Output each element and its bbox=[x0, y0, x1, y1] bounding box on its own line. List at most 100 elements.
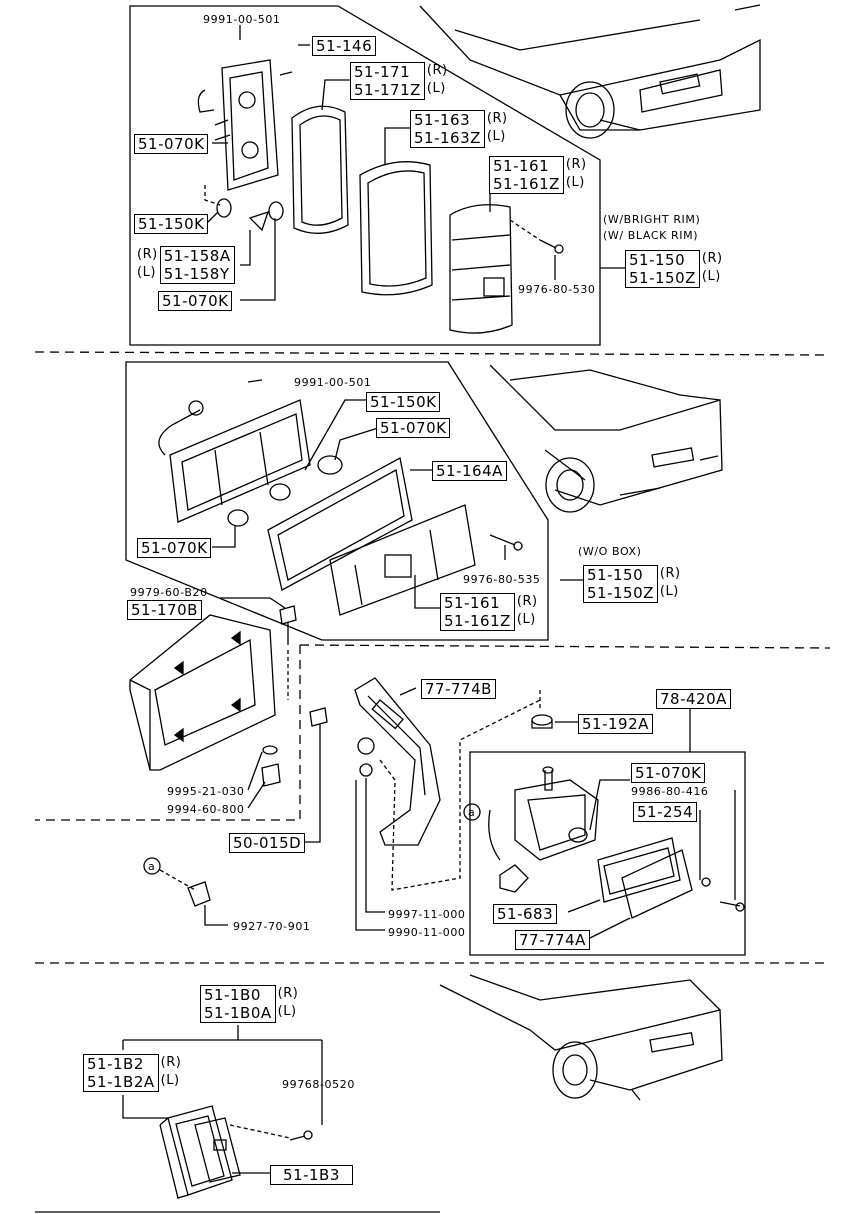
bracket-170b bbox=[129, 614, 276, 771]
bolt-label-9979-60-b20: 9979-60-B20 bbox=[130, 586, 208, 599]
section2-frame bbox=[125, 361, 549, 641]
section1-frame bbox=[129, 5, 601, 346]
side-r: (R) bbox=[486, 111, 508, 126]
part-51-070k-s1b: 51-070K bbox=[158, 291, 233, 311]
plate-774a bbox=[621, 849, 693, 919]
side-r: (R) bbox=[659, 566, 681, 581]
rim-note-black: (W/ BLACK RIM) bbox=[603, 229, 699, 242]
lens-254 bbox=[597, 837, 681, 903]
side-l: (L) bbox=[137, 265, 156, 280]
license-lamp-body bbox=[488, 766, 599, 893]
side-l: (L) bbox=[426, 81, 446, 96]
side-r: (R) bbox=[565, 157, 587, 172]
side-r: (R) bbox=[137, 247, 158, 262]
side-l: (L) bbox=[160, 1073, 180, 1088]
ref-a-label-2: a bbox=[148, 860, 156, 873]
ref-a-label-1: a bbox=[468, 806, 476, 819]
stay-774b bbox=[354, 677, 441, 846]
lens-161 bbox=[449, 204, 513, 334]
screw-530 bbox=[539, 239, 557, 249]
rim-note-bright: (W/BRIGHT RIM) bbox=[603, 213, 701, 226]
part-51-150: 51-150 bbox=[629, 251, 686, 269]
nut-label: 9994-60-800 bbox=[167, 803, 245, 816]
part-51-150k-s2: 51-150K bbox=[366, 392, 441, 412]
part-51-1b2: 51-1B2 bbox=[87, 1055, 144, 1073]
side-l: (L) bbox=[516, 612, 536, 627]
side-r: (R) bbox=[516, 594, 538, 609]
part-51-150k-s1: 51-150K bbox=[134, 214, 209, 234]
part-51-163: 51-163 bbox=[414, 111, 471, 129]
side-r: (R) bbox=[160, 1055, 182, 1070]
ref-a-circle-1 bbox=[463, 803, 481, 821]
bolt-label-s2: 9991-00-501 bbox=[294, 376, 372, 389]
part-51-070k-s2a: 51-070K bbox=[376, 418, 451, 438]
side-r: (R) bbox=[426, 63, 448, 78]
part-51-164a: 51-164A bbox=[432, 461, 507, 481]
washer-label: 9995-21-030 bbox=[167, 785, 245, 798]
part-51-146: 51-146 bbox=[312, 36, 377, 56]
part-51-161: 51-161 bbox=[493, 157, 550, 175]
part-78-420a: 78-420A bbox=[656, 689, 731, 709]
part-51-158a: 51-158A bbox=[163, 247, 231, 265]
part-50-015d: 50-015D bbox=[229, 833, 306, 853]
screw-label-9976-80-535: 9976-80-535 bbox=[463, 573, 541, 586]
label-9997-11-000: 9997-11-000 bbox=[388, 908, 466, 921]
part-51-150: 51-150 bbox=[587, 566, 644, 584]
separator-1 bbox=[34, 351, 831, 356]
part-51-683: 51-683 bbox=[493, 904, 558, 924]
lens-161-s2 bbox=[329, 504, 476, 616]
lens-163 bbox=[359, 161, 433, 296]
gasket-171 bbox=[291, 105, 349, 234]
ref-a-circle-2 bbox=[143, 857, 161, 875]
truck-illustration-2 bbox=[489, 364, 723, 513]
label-9990-11-000: 9990-11-000 bbox=[388, 926, 466, 939]
part-51-171z: 51-171Z bbox=[354, 81, 421, 99]
part-51-1b0: 51-1B0 bbox=[204, 986, 261, 1004]
part-51-070k-s3: 51-070K bbox=[631, 763, 706, 783]
part-51-158y: 51-158Y bbox=[163, 265, 230, 283]
part-51-1b3: 51-1B3 bbox=[270, 1165, 353, 1185]
part-51-070k-s2b: 51-070K bbox=[137, 538, 212, 558]
wo-box-note: (W/O BOX) bbox=[578, 545, 642, 558]
part-77-774b: 77-774B bbox=[421, 679, 496, 699]
part-51-161z: 51-161Z bbox=[493, 175, 560, 193]
truck-illustration-3 bbox=[439, 974, 723, 1101]
screw-label-9986-80-416: 9986-80-416 bbox=[631, 785, 709, 798]
side-r: (R) bbox=[277, 986, 299, 1001]
side-l: (L) bbox=[701, 269, 721, 284]
side-l: (L) bbox=[659, 584, 679, 599]
part-51-254: 51-254 bbox=[633, 802, 698, 822]
part-51-161: 51-161 bbox=[444, 594, 501, 612]
part-51-150z: 51-150Z bbox=[629, 269, 696, 287]
part-51-070k-s1a: 51-070K bbox=[134, 134, 209, 154]
part-51-192a: 51-192A bbox=[578, 714, 653, 734]
lamp-housing-2 bbox=[158, 399, 311, 523]
gasket-164a bbox=[267, 457, 413, 591]
part-51-163z: 51-163Z bbox=[414, 129, 481, 147]
part-51-1b2a: 51-1B2A bbox=[87, 1073, 155, 1091]
assembly-frame-420a bbox=[469, 751, 746, 956]
part-51-150z: 51-150Z bbox=[587, 584, 654, 602]
separator-2 bbox=[299, 644, 831, 649]
side-l: (L) bbox=[277, 1004, 297, 1019]
side-l: (L) bbox=[486, 129, 506, 144]
side-marker-lamp bbox=[159, 1105, 241, 1199]
lamp-housing-1 bbox=[197, 59, 293, 191]
bolt-label-9991-00-501: 9991-00-501 bbox=[203, 13, 281, 26]
screw-label-9976-80-530: 9976-80-530 bbox=[518, 283, 596, 296]
part-51-170b: 51-170B bbox=[127, 600, 202, 620]
part-51-1b0a: 51-1B0A bbox=[204, 1004, 272, 1022]
side-l: (L) bbox=[565, 175, 585, 190]
part-51-171: 51-171 bbox=[354, 63, 411, 81]
truck-illustration-1 bbox=[419, 4, 761, 139]
